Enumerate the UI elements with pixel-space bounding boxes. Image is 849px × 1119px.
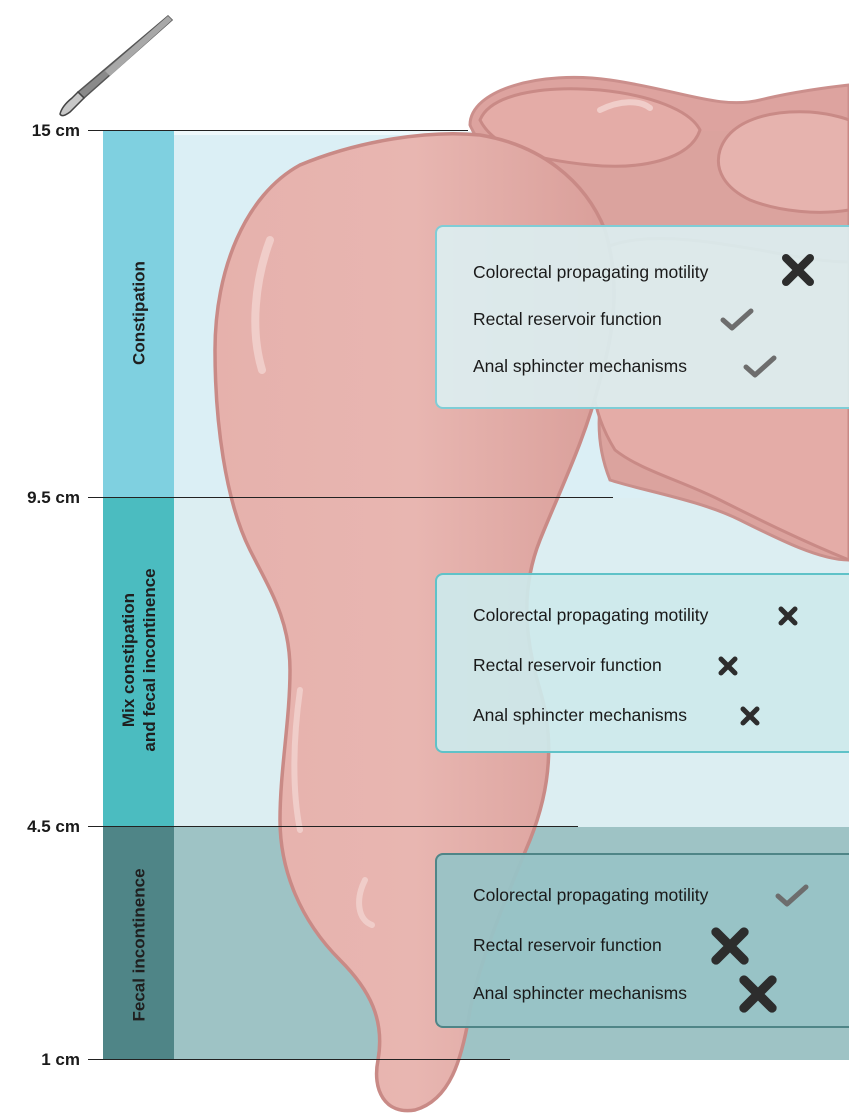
row-reservoir: Rectal reservoir function [473, 655, 662, 676]
level-line-15 [88, 130, 468, 131]
x-mark-icon [737, 973, 779, 1015]
zone-label-mixed: Mix constipation and fecal incontinence [118, 568, 160, 751]
level-line-1 [88, 1059, 510, 1060]
x-mark-icon [739, 705, 761, 727]
row-label: Anal sphincter mechanisms [473, 983, 687, 1003]
level-label-1: 1 cm [0, 1050, 80, 1070]
level-label-95: 9.5 cm [0, 488, 80, 508]
row-motility: Colorectal propagating motility [473, 262, 708, 283]
level-line-95 [88, 497, 613, 498]
check-mark-icon [742, 354, 778, 380]
row-sphincter: Anal sphincter mechanisms [473, 705, 687, 726]
row-reservoir: Rectal reservoir function [473, 935, 662, 956]
zone-label-mixed-line2: and fecal incontinence [139, 568, 160, 751]
row-label: Rectal reservoir function [473, 655, 662, 675]
level-label-45: 4.5 cm [0, 817, 80, 837]
zone-label-fecal: Fecal incontinence [129, 868, 150, 1021]
info-box-constipation: Colorectal propagating motility Rectal r… [435, 225, 849, 409]
row-motility: Colorectal propagating motility [473, 605, 708, 626]
row-motility: Colorectal propagating motility [473, 885, 708, 906]
zone-label-mixed-line1: Mix constipation [118, 568, 139, 751]
row-label: Colorectal propagating motility [473, 262, 708, 282]
row-label: Anal sphincter mechanisms [473, 356, 687, 376]
x-mark-icon [709, 925, 751, 967]
x-mark-icon [777, 605, 799, 627]
row-label: Colorectal propagating motility [473, 605, 708, 625]
row-sphincter: Anal sphincter mechanisms [473, 983, 687, 1004]
info-box-mixed: Colorectal propagating motility Rectal r… [435, 573, 849, 753]
check-mark-icon [719, 307, 755, 333]
row-label: Anal sphincter mechanisms [473, 705, 687, 725]
x-mark-icon [780, 252, 816, 288]
info-box-fecal: Colorectal propagating motility Rectal r… [435, 853, 849, 1028]
level-label-15: 15 cm [0, 121, 80, 141]
row-label: Colorectal propagating motility [473, 885, 708, 905]
level-line-45 [88, 826, 578, 827]
row-sphincter: Anal sphincter mechanisms [473, 356, 687, 377]
x-mark-icon [717, 655, 739, 677]
zone-label-constipation: Constipation [129, 261, 150, 365]
row-label: Rectal reservoir function [473, 935, 662, 955]
row-reservoir: Rectal reservoir function [473, 309, 662, 330]
row-label: Rectal reservoir function [473, 309, 662, 329]
check-mark-icon [774, 883, 810, 909]
